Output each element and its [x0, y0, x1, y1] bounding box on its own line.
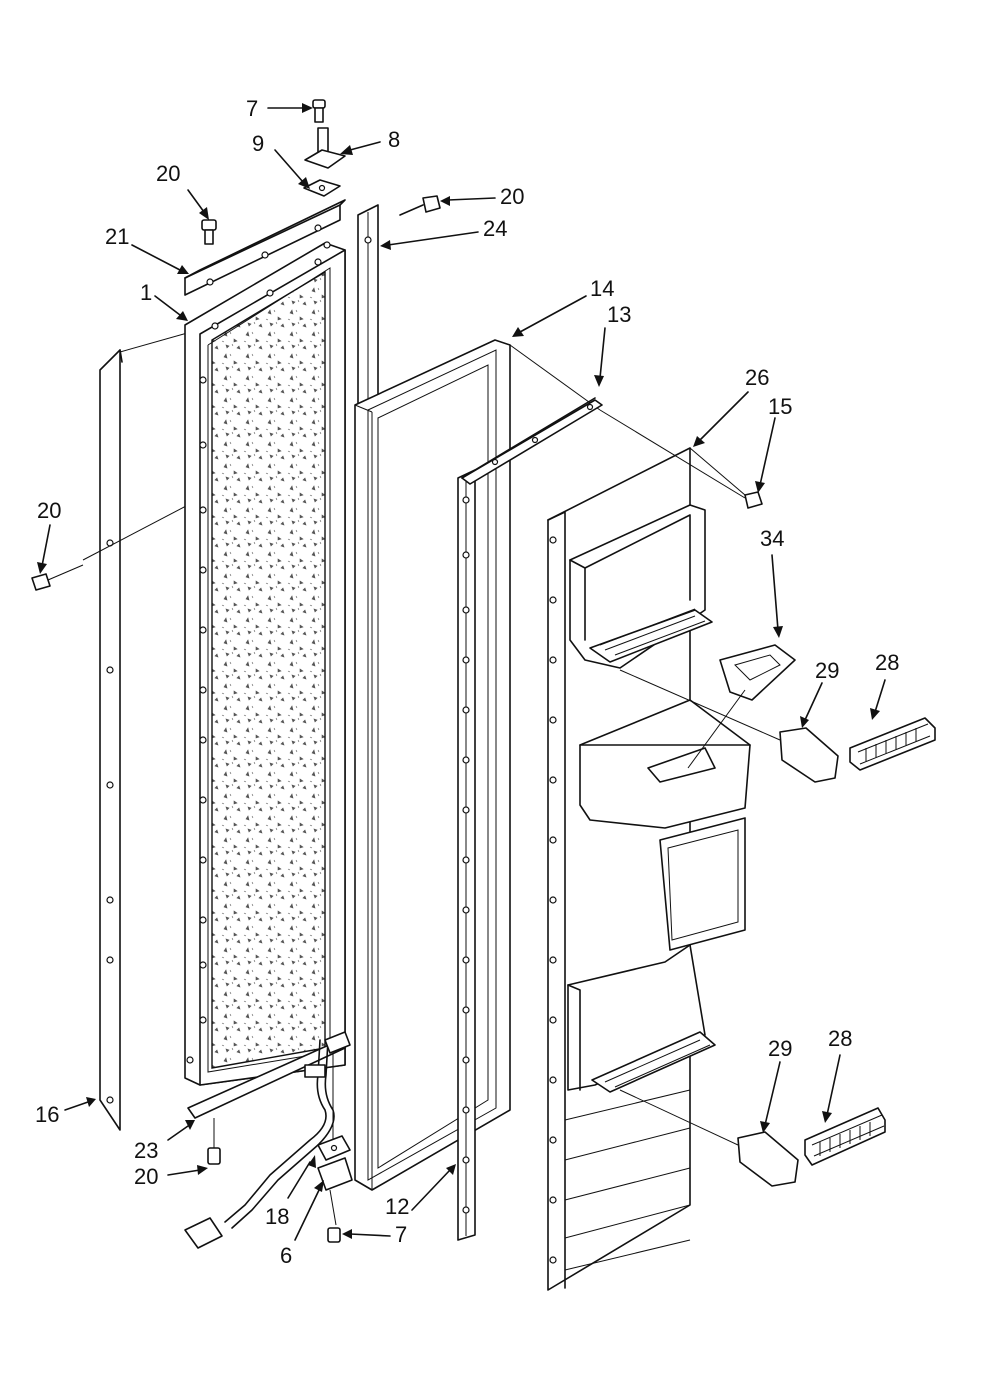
callout-6: 6	[280, 1243, 293, 1268]
callout-14: 14	[590, 276, 615, 301]
part-12-strip	[458, 470, 475, 1240]
part-34-cup	[688, 645, 795, 768]
part-28-upper-rail	[850, 718, 935, 770]
callout-26: 26	[745, 365, 770, 390]
part-23-bottom-bracket	[188, 1040, 345, 1118]
part-16-side-panel	[83, 328, 205, 1130]
callout-20-bottom: 20	[134, 1164, 159, 1189]
callout-23: 23	[134, 1138, 159, 1163]
callout-18: 18	[265, 1204, 290, 1229]
callout-29-lower: 29	[768, 1036, 793, 1061]
part-1-door-panel	[185, 242, 345, 1085]
callout-20-left: 20	[37, 498, 62, 523]
callout-21: 21	[105, 224, 130, 249]
callout-9: 9	[252, 131, 265, 156]
callout-20-right-top: 20	[500, 184, 525, 209]
callout-20-left-top: 20	[156, 161, 181, 186]
callout-28-lower: 28	[828, 1026, 853, 1051]
lower-hinge-bracket	[325, 1032, 350, 1140]
callout-24: 24	[483, 216, 508, 241]
callout-29-upper: 29	[815, 658, 840, 683]
callout-7-top: 7	[246, 96, 259, 121]
part-29-lower-rail-clip	[620, 1090, 798, 1186]
part-18-hinge-plate	[318, 1136, 350, 1160]
part-7-screw-top	[313, 100, 325, 122]
callout-28-upper: 28	[875, 650, 900, 675]
part-20-screw-right-top	[400, 196, 440, 215]
callout-15: 15	[768, 394, 793, 419]
part-20-screw-bottom	[208, 1118, 220, 1164]
callout-16: 16	[35, 1102, 60, 1127]
part-28-lower-rail	[805, 1108, 885, 1165]
callout-12: 12	[385, 1194, 410, 1219]
part-26-door-liner	[548, 448, 750, 1290]
callout-7-bottom: 7	[395, 1222, 408, 1247]
part-20-screw-left	[32, 565, 83, 590]
part-6-lower-hinge	[318, 1158, 352, 1225]
callout-8: 8	[388, 127, 401, 152]
part-20-screw-left-top	[202, 220, 216, 244]
callout-34: 34	[760, 526, 785, 551]
callout-13: 13	[607, 302, 632, 327]
part-15-screw	[600, 410, 762, 508]
leader-lines	[37, 103, 885, 1240]
part-7-screw-bottom	[328, 1228, 340, 1242]
part-29-upper-rail-clip	[620, 670, 838, 782]
callout-1: 1	[140, 280, 153, 305]
part-21-top-bracket	[185, 200, 345, 295]
part-8-hinge	[305, 128, 345, 168]
part-9-hinge-shim	[304, 180, 340, 196]
part-13-top-strip	[462, 398, 602, 484]
